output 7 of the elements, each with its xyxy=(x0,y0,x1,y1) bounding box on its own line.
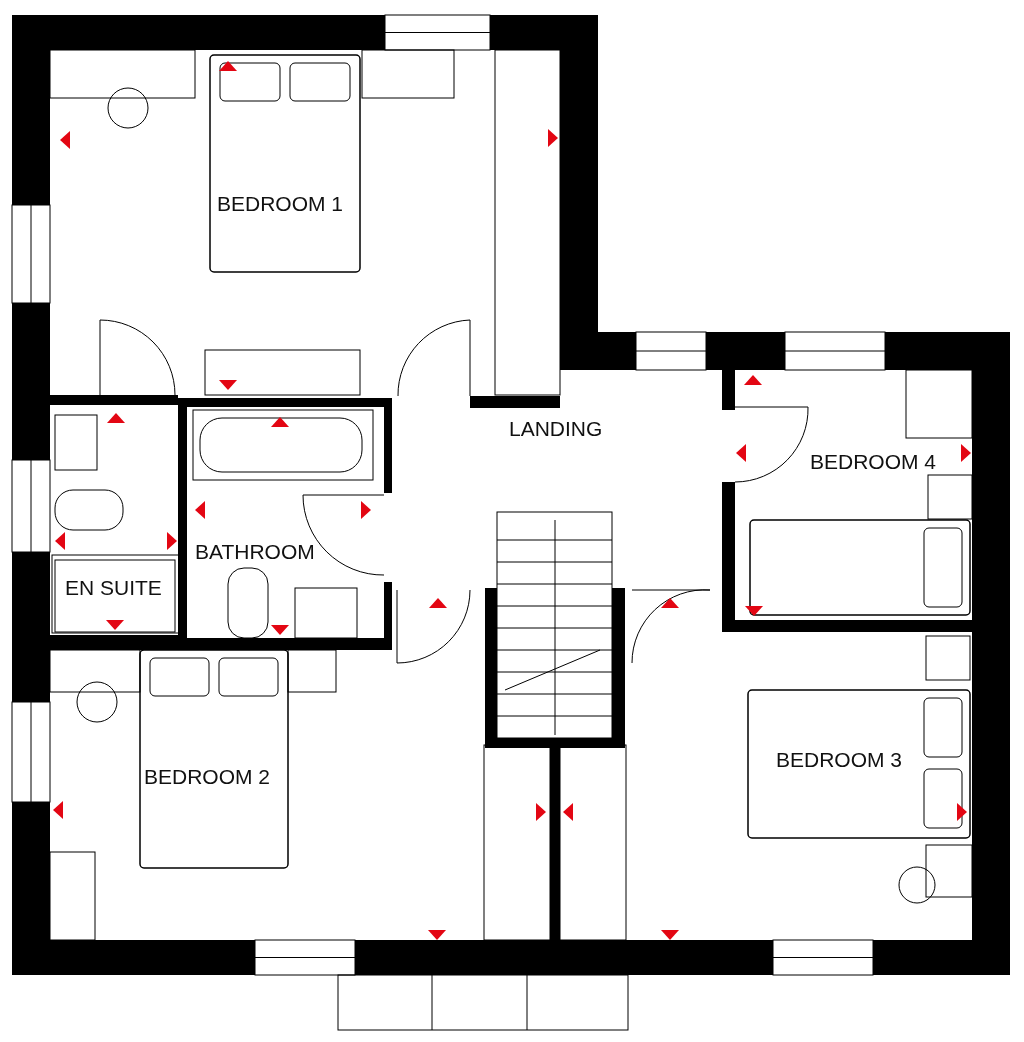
room-label: BEDROOM 2 xyxy=(144,765,271,789)
room-label: BATHROOM xyxy=(195,540,315,564)
room-label: BEDROOM 1 xyxy=(217,192,344,216)
room-label: LANDING xyxy=(509,417,603,441)
room-label: BEDROOM 3 xyxy=(776,748,903,772)
room-label: EN SUITE xyxy=(65,576,162,600)
room-label: BEDROOM 4 xyxy=(810,450,937,474)
